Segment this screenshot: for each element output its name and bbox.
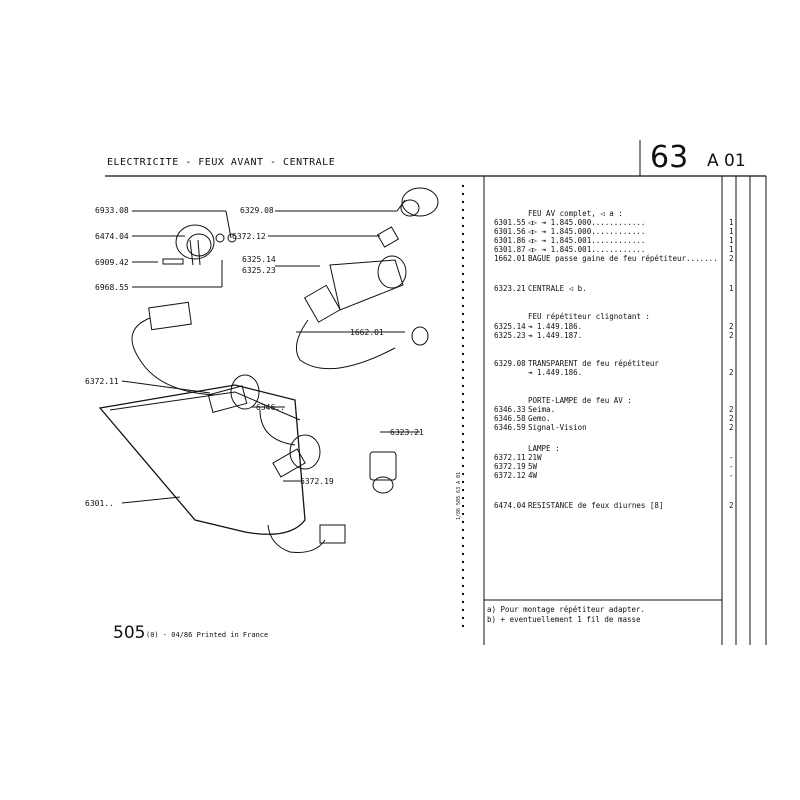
qty-cell: 2 (729, 254, 734, 263)
section-number: 63 (650, 140, 689, 175)
side-code: 1/86 505 63 A 01 (456, 471, 462, 520)
footnote-b: b) + eventuellement 1 fil de masse (487, 615, 641, 624)
diagram-label: 6329.08 (240, 206, 274, 215)
qty-cell: 2 (729, 331, 734, 340)
table-row: 6301.55◁▷ ⇥ 1.845.000............ (494, 218, 646, 227)
printed-note: (0) - 04/86 Printed in France (146, 631, 269, 639)
diagram-label: 6346.. (256, 403, 285, 412)
diagram-label: 6323.21 (390, 428, 424, 437)
qty-cell: 1 (729, 245, 734, 254)
qty-cell: - (729, 471, 734, 480)
footnote-a: a) Pour montage répétiteur adapter. (487, 605, 646, 614)
diagram-label: 6372.12 (232, 232, 266, 241)
qty-cell: - (729, 453, 734, 462)
diagram-label: 6474.04 (95, 232, 129, 241)
diagram-label: 6933.08 (95, 206, 129, 215)
table-row: ⇥ 1.449.186. (528, 368, 583, 377)
diagram-label: 6301.. (85, 499, 114, 508)
table-row: 6301.86◁▷ ⇥ 1.845.001............ (494, 236, 646, 245)
diagram-label: 6325.23 (242, 266, 276, 275)
table-row: 6301.56◁▷ ⇥ 1.845.000............ (494, 227, 646, 236)
qty-cell: 2 (729, 405, 734, 414)
qty-cell: 1 (729, 218, 734, 227)
diagram-label: 6372.11 (85, 377, 119, 386)
qty-cell: 2 (729, 423, 734, 432)
qty-cell: 2 (729, 368, 734, 377)
qty-cell: 1 (729, 227, 734, 236)
qty-cell: 2 (729, 501, 734, 510)
page-title: ELECTRICITE - FEUX AVANT - CENTRALE (107, 157, 336, 168)
page-number: 505 (113, 623, 146, 643)
table-row: 6325.23⇥ 1.449.187. (494, 331, 583, 340)
diagram-label: 6909.42 (95, 258, 129, 267)
table-row: FEU répétiteur clignotant : (528, 312, 650, 321)
qty-cell: - (729, 462, 734, 471)
diagram-label: 6372.19 (300, 477, 334, 486)
diagram-label: 6325.14 (242, 255, 276, 264)
table-row: LAMPE : (528, 444, 560, 453)
diagram-label: 6968.55 (95, 283, 129, 292)
qty-cell: 2 (729, 414, 734, 423)
table-row: 6301.87◁▷ ⇥ 1.845.001............ (494, 245, 646, 254)
diagram-label: 1662.01 (350, 328, 384, 337)
qty-cell: 1 (729, 284, 734, 293)
table-row: PORTE-LAMPE de feu AV : (528, 396, 632, 405)
page-code: A 01 (707, 151, 746, 171)
table-row: 6325.14⇥ 1.449.186. (494, 322, 583, 331)
qty-cell: 1 (729, 236, 734, 245)
table-row: FEU AV complet, ◁ a : (528, 209, 623, 218)
qty-cell: 2 (729, 322, 734, 331)
